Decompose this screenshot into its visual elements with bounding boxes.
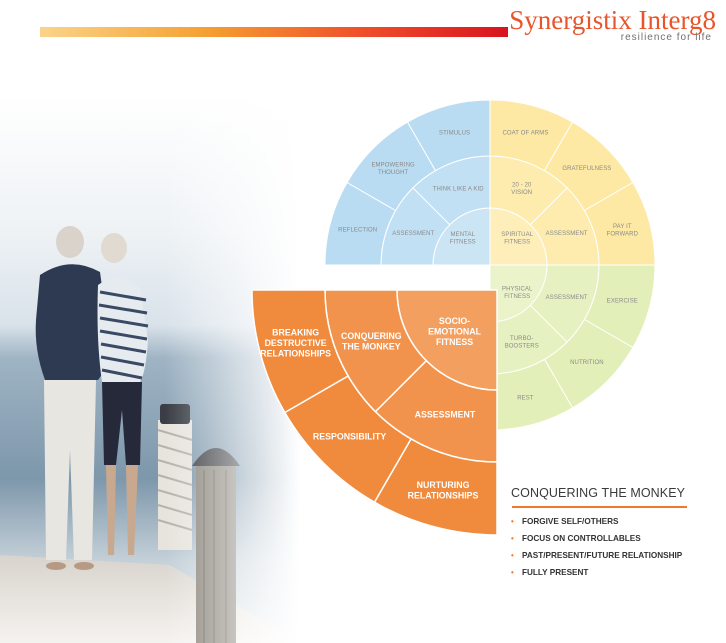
outer-label: REST <box>517 395 534 401</box>
bullet-icon: • <box>511 551 514 560</box>
outer-label: RESPONSIBILITY <box>313 432 386 442</box>
bullet-icon: • <box>511 568 514 577</box>
panel-divider <box>512 506 687 508</box>
outer-label: COAT OF ARMS <box>502 130 548 136</box>
middle-label: ASSESSMENT <box>415 410 476 420</box>
panel-list-item: •FULLY PRESENT <box>511 568 589 577</box>
outer-label: GRATEFULNESS <box>562 166 611 172</box>
bullet-icon: • <box>511 517 514 526</box>
panel-list-item: •FORGIVE SELF/OTHERS <box>511 517 619 526</box>
header-gradient-bar <box>40 27 508 37</box>
brand-name: Synergistix Interg8 <box>509 5 716 35</box>
panel-list: •FORGIVE SELF/OTHERS •FOCUS ON CONTROLLA… <box>511 517 721 577</box>
outer-label: NUTRITION <box>570 359 604 365</box>
panel-title: CONQUERING THE MONKEY <box>511 486 686 500</box>
brand-tagline: resilience for life <box>620 32 712 43</box>
brand-logo: Synergistix Interg8 resilience for life <box>509 3 722 49</box>
outer-label: REFLECTION <box>338 227 377 233</box>
photo-couple-on-pier <box>0 95 300 643</box>
middle-label: THINK LIKE A KID <box>433 186 485 192</box>
outer-segment <box>251 289 350 414</box>
middle-label: ASSESSMENT <box>546 231 588 237</box>
outer-label: STIMULUS <box>439 130 470 136</box>
outer-label: EXERCISE <box>607 298 638 304</box>
middle-label: TURBO-BOOSTERS <box>505 336 539 350</box>
monkey-panel: CONQUERING THE MONKEY •FORGIVE SELF/OTHE… <box>511 486 721 606</box>
panel-list-item: •PAST/PRESENT/FUTURE RELATIONSHIP <box>511 551 683 560</box>
panel-list-item: •FOCUS ON CONTROLLABLES <box>511 534 641 543</box>
middle-label: ASSESSMENT <box>392 231 434 237</box>
bullet-icon: • <box>511 534 514 543</box>
middle-label: ASSESSMENT <box>546 294 588 300</box>
